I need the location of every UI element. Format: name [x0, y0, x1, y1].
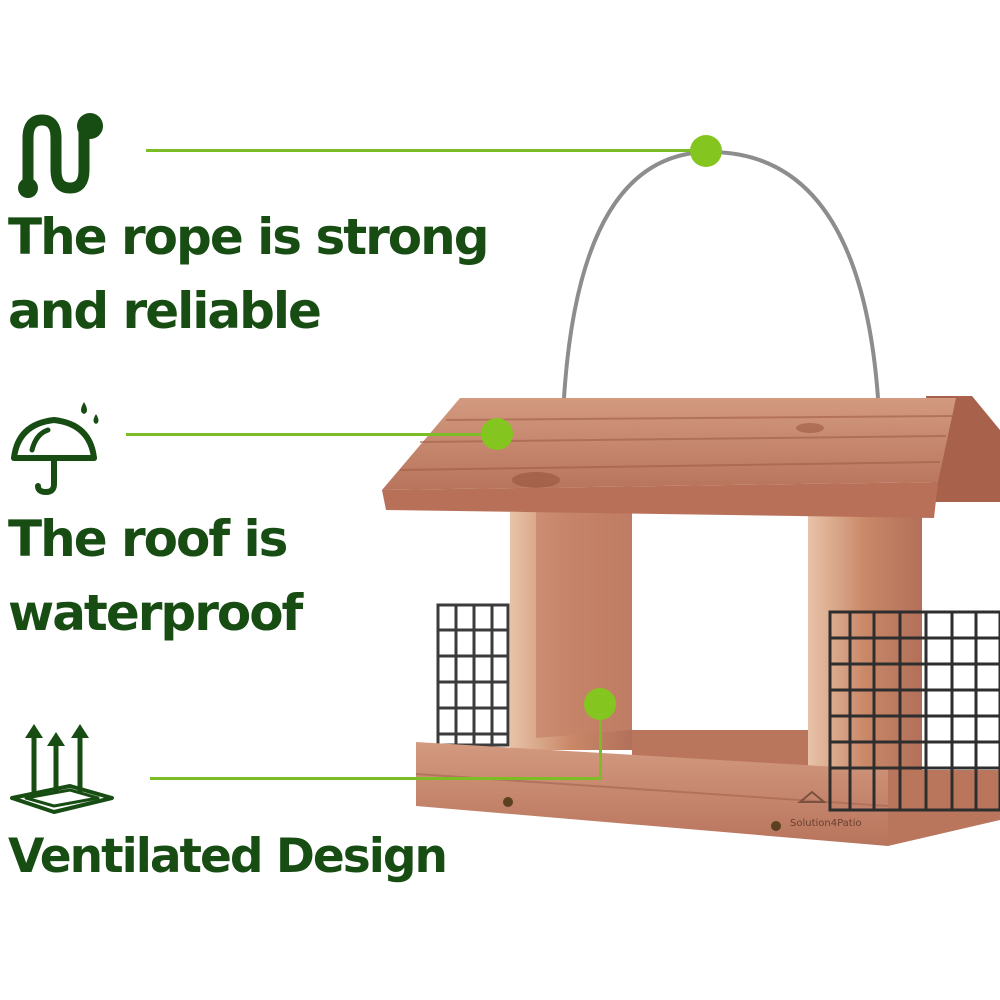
- bird-feeder-image: Solution4Patio: [360, 130, 1000, 874]
- rope-title-line-2: and reliable: [8, 282, 322, 340]
- ventilation-title-line-1: Ventilated Design: [8, 829, 448, 884]
- roof-front: [382, 398, 956, 490]
- ventilation-feature-title: Ventilated Design: [8, 820, 448, 894]
- ventilation-icon: [6, 720, 116, 824]
- roof-feature-title: The roof is waterproof: [8, 502, 303, 650]
- ventilation-callout-riser: [599, 704, 602, 780]
- roof-title-line-1: The roof is: [8, 510, 288, 568]
- umbrella-icon: [8, 400, 104, 500]
- ventilation-callout-line: [150, 777, 602, 780]
- rope-feature-title: The rope is strong and reliable: [8, 200, 490, 348]
- right-suet-cage: [828, 610, 1000, 812]
- ventilation-callout-dot: [584, 688, 616, 720]
- rope-title-line-1: The rope is strong: [8, 208, 490, 266]
- rope-icon: [8, 108, 104, 204]
- roof-callout-dot: [481, 418, 513, 450]
- rope-callout-dot: [690, 135, 722, 167]
- left-suet-cage: [436, 603, 510, 747]
- brand-label: Solution4Patio: [790, 818, 862, 829]
- roof-title-line-2: waterproof: [8, 584, 303, 642]
- right-post: [808, 512, 922, 790]
- front-tray: [416, 742, 888, 846]
- roof-callout-line: [126, 433, 496, 436]
- rope-callout-line: [146, 149, 706, 152]
- hanging-wire: [562, 149, 880, 399]
